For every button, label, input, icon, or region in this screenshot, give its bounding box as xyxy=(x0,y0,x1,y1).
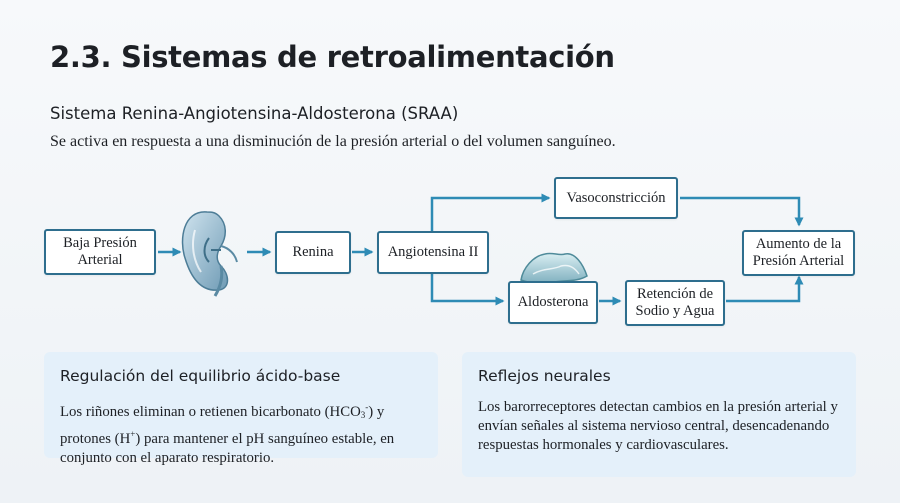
acid-base-text-b: ) y protones (H xyxy=(60,404,385,447)
node-angiotensin: Angiotensina II xyxy=(377,231,489,274)
acid-base-text-c: ) para mantener el pH sanguíneo estable,… xyxy=(60,431,395,466)
bicarbonate-charge: - xyxy=(365,402,369,412)
adrenal-gland-icon xyxy=(520,252,588,285)
node-low-pressure-label: Baja Presión Arterial xyxy=(63,235,137,268)
node-vasoconstriction: Vasoconstricción xyxy=(554,177,678,219)
arrow-angiotensin-to-aldosterone xyxy=(430,274,505,306)
node-aldosterone-label: Aldosterona xyxy=(517,294,589,310)
node-retention: Retención de Sodio y Agua xyxy=(625,280,725,326)
neural-reflex-panel: Reflejos neurales Los barorreceptores de… xyxy=(462,352,856,477)
neural-reflex-text: Los barorreceptores detectan cambios en … xyxy=(478,399,838,453)
acid-base-panel: Regulación del equilibrio ácido-base Los… xyxy=(44,352,438,466)
node-retention-label: Retención de Sodio y Agua xyxy=(635,286,715,319)
kidney-icon xyxy=(181,211,238,297)
node-renin: Renina xyxy=(275,231,351,274)
neural-reflex-title: Reflejos neurales xyxy=(478,367,611,385)
acid-base-text: Los riñones eliminan o retienen bicarbon… xyxy=(60,398,422,468)
bicarbonate-subscript: 3 xyxy=(360,410,366,420)
node-increase: Aumento de la Presión Arterial xyxy=(742,230,855,276)
arrow-angiotensin-to-vasoconstriction xyxy=(430,193,551,232)
acid-base-title: Regulación del equilibrio ácido-base xyxy=(60,367,341,385)
section-description: Se activa en respuesta a una disminución… xyxy=(50,133,616,150)
node-aldosterone: Aldosterona xyxy=(508,281,598,324)
node-angiotensin-label: Angiotensina II xyxy=(387,244,479,260)
arrow-retention-to-increase xyxy=(726,275,804,303)
node-vasoconstriction-label: Vasoconstricción xyxy=(566,189,666,206)
arrow-vasoconstriction-to-increase xyxy=(680,196,804,227)
proton-charge: + xyxy=(130,429,136,439)
node-increase-label: Aumento de la Presión Arterial xyxy=(752,236,845,269)
section-subtitle: Sistema Renina-Angiotensina-Aldosterona … xyxy=(50,104,459,123)
page-title: 2.3. Sistemas de retroalimentación xyxy=(50,40,615,74)
node-low-pressure: Baja Presión Arterial xyxy=(44,229,156,275)
node-renin-label: Renina xyxy=(292,244,334,260)
acid-base-text-a: Los riñones eliminan o retienen bicarbon… xyxy=(60,404,361,420)
